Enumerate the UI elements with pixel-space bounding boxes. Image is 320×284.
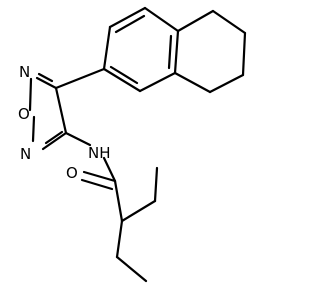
bond-sat-2 (211, 9, 247, 35)
atom-labels: N O N NH O (18, 63, 111, 182)
bond-sat-3 (241, 31, 247, 77)
bond-ethyl2-ch3 (115, 255, 148, 283)
bond-co-o-inner (80, 178, 114, 191)
bond-ethyl1-ch3 (153, 166, 159, 203)
bonds (28, 6, 247, 283)
bond-ar-6-inner (109, 65, 139, 85)
bond-c3-n2-inner (37, 72, 54, 83)
bond-c3-n2 (35, 76, 58, 90)
atom-label-o2: O (66, 164, 78, 182)
bond-sat-5 (173, 71, 212, 94)
bond-ch-ethyl2 (115, 219, 124, 259)
atom-label-o1: O (18, 105, 30, 123)
molecule-svg: N O N NH O (18, 6, 247, 283)
bond-ar-4 (173, 29, 180, 75)
bond-n2-o1 (28, 77, 33, 112)
bond-ar-3 (143, 6, 180, 33)
bond-n1-c4 (41, 131, 68, 151)
bond-co-o (82, 170, 117, 183)
bond-nh-co (102, 156, 117, 183)
atom-label-n1: N (20, 145, 31, 163)
bond-ar-2 (108, 6, 147, 29)
bond-o1-n1 (31, 115, 36, 143)
bond-sat-1 (176, 9, 215, 33)
bond-n1-c4-inner (44, 130, 64, 145)
bond-ar-4-inner (167, 34, 173, 70)
bond-ar-6 (102, 67, 142, 93)
structure-diagram: N O N NH O (18, 6, 247, 283)
bond-c4-nh (64, 131, 92, 147)
bond-c4-c3 (54, 86, 68, 135)
bond-co-ch (113, 179, 124, 223)
bond-sat-4 (208, 73, 245, 94)
bond-ar-2-inner (114, 14, 146, 34)
bond-ar-5 (138, 71, 177, 93)
atom-label-n2: N (19, 63, 30, 81)
bond-c3-aryl (54, 67, 106, 90)
atom-label-nh: NH (88, 144, 111, 162)
bond-ar-1 (102, 25, 112, 71)
bond-ch-ethyl1 (120, 199, 157, 223)
